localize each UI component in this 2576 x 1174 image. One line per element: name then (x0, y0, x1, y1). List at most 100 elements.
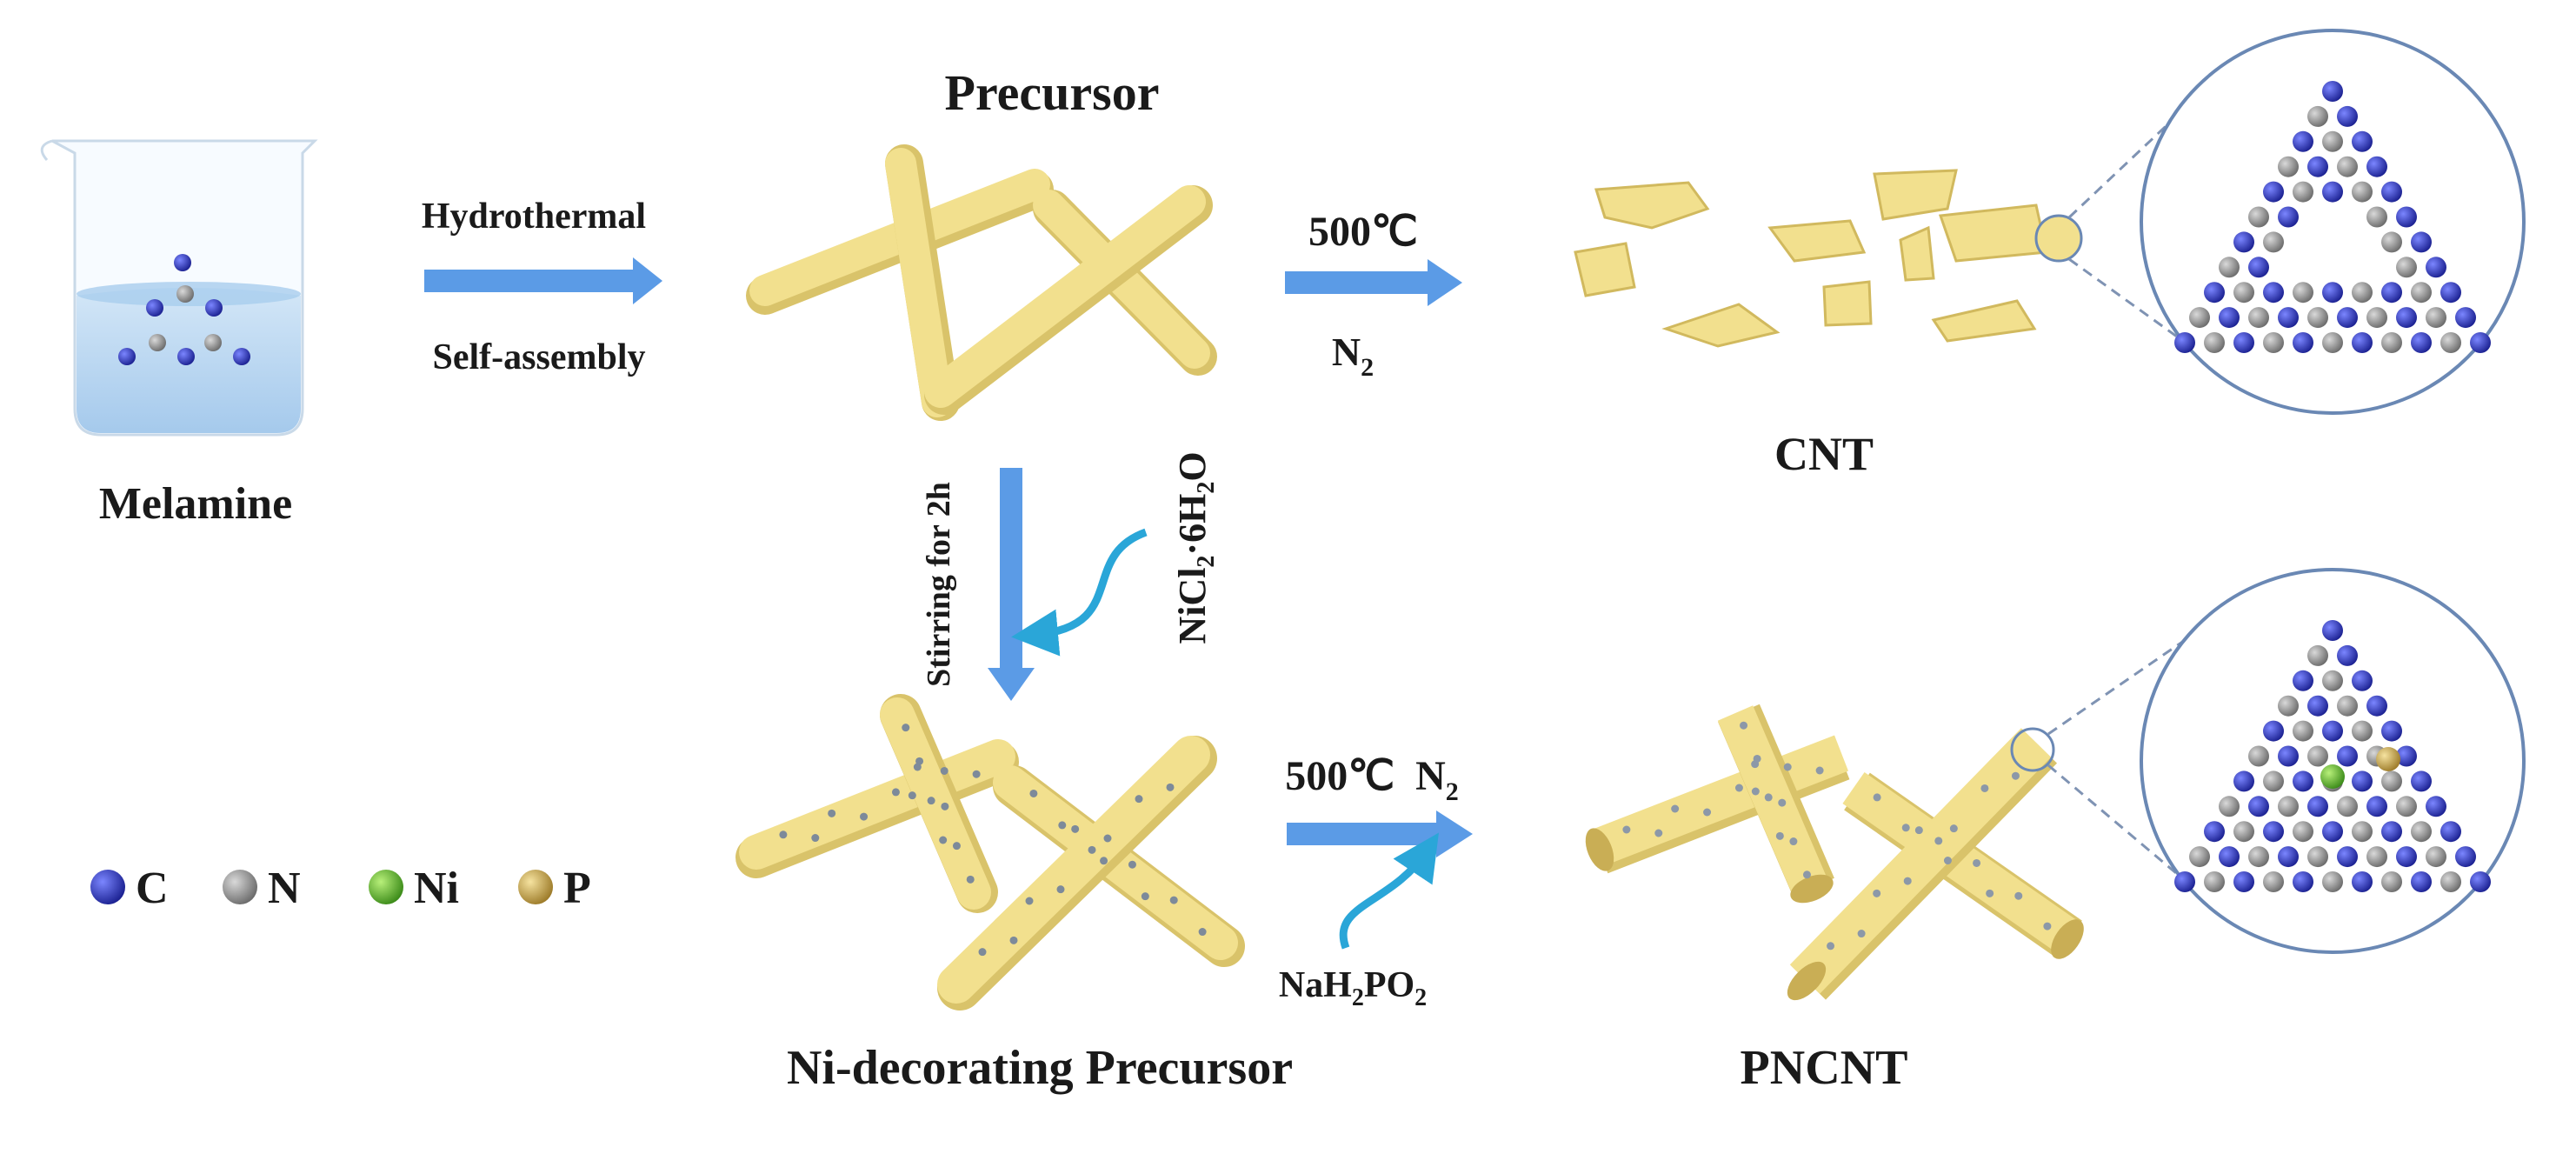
surface-dot (1903, 877, 1912, 885)
atom (2396, 257, 2417, 278)
surface-dot (2043, 922, 2052, 931)
atom (2189, 846, 2210, 868)
surface-dot (1025, 897, 1034, 905)
precursor-title: Precursor (945, 64, 1160, 121)
atom (2248, 846, 2269, 868)
pncnt-tubes (1585, 704, 2084, 1001)
atom (2352, 282, 2373, 304)
cnt-gas-label: N2 (1332, 330, 1374, 382)
atom (2411, 770, 2432, 792)
atom (2320, 764, 2345, 789)
atom (2411, 231, 2432, 253)
surface-dot (1141, 892, 1149, 901)
nicl2-curved-arrow (1011, 528, 1148, 657)
atom (2233, 231, 2254, 253)
atom (2337, 796, 2358, 817)
surface-dot (1128, 860, 1136, 869)
atom (2307, 156, 2328, 177)
surface-dot (941, 802, 949, 810)
stirring-label: Stirring for 2h (921, 482, 957, 687)
atom (2278, 206, 2299, 228)
legend-c-marker (90, 870, 125, 904)
atom (2337, 695, 2358, 717)
atom (2352, 130, 2373, 152)
surface-dot (1764, 793, 1773, 802)
atom (2322, 181, 2343, 203)
surface-dot (1703, 808, 1712, 817)
atom (2440, 332, 2461, 353)
stirring-arrow (988, 468, 1035, 701)
surface-dot (1654, 829, 1663, 837)
atom (2440, 821, 2461, 843)
atom (2366, 206, 2387, 228)
atom (2352, 670, 2373, 691)
atom (2322, 81, 2343, 102)
atom (2381, 282, 2402, 304)
atom (2293, 181, 2313, 203)
surface-dot (1934, 837, 1943, 845)
atom (2470, 332, 2491, 353)
surface-dot (1980, 784, 1989, 792)
nicl2-label: NiCl2·6H2O (1171, 451, 1220, 644)
atom (2263, 770, 2284, 792)
atom (2396, 846, 2417, 868)
cnt-structure (2174, 81, 2491, 353)
atom (2278, 695, 2299, 717)
surface-dot (1901, 824, 1910, 832)
self-assembly-label: Self-assembly (433, 337, 646, 377)
atom (2263, 871, 2284, 892)
legend-ni-label: Ni (414, 864, 459, 913)
atom (2455, 307, 2476, 329)
surface-dot (1198, 928, 1207, 937)
atom (2278, 796, 2299, 817)
surface-dot (1857, 930, 1866, 938)
atom (2307, 846, 2328, 868)
atom (2381, 181, 2402, 203)
atom (2307, 695, 2328, 717)
atom (2322, 871, 2343, 892)
surface-dot (939, 836, 948, 844)
atom (2322, 720, 2343, 742)
surface-dot (1622, 825, 1631, 834)
legend-p-label: P (563, 864, 591, 913)
atom (2455, 846, 2476, 868)
surface-dot (1949, 824, 1958, 833)
atom (2352, 871, 2373, 892)
legend-n-label: N (268, 864, 301, 913)
surface-dot (1058, 821, 1067, 830)
pncnt-zoom-marker (2010, 727, 2055, 772)
surface-dot (1169, 896, 1178, 904)
hydrothermal-arrow (424, 257, 662, 304)
atom (2381, 231, 2402, 253)
surface-dot (1009, 936, 1018, 944)
surface-dot (1166, 783, 1175, 791)
surface-dot (1783, 763, 1792, 771)
atom (2233, 871, 2254, 892)
atom (2293, 130, 2313, 152)
atom (2381, 720, 2402, 742)
legend-p-marker (518, 870, 553, 904)
surface-dot (1802, 870, 1811, 879)
atom (2278, 156, 2299, 177)
surface-dot (1103, 834, 1112, 843)
surface-dot (1873, 889, 1881, 897)
atom (2411, 282, 2432, 304)
surface-dot (1815, 766, 1824, 775)
surface-dot (1789, 837, 1798, 846)
atom (2426, 257, 2446, 278)
atom (2440, 282, 2461, 304)
atom (2248, 206, 2269, 228)
atom (2233, 821, 2254, 843)
atom (2352, 181, 2373, 203)
atom (2233, 282, 2254, 304)
surface-dot (1740, 721, 1748, 730)
atom (2248, 257, 2269, 278)
atom (2322, 130, 2343, 152)
atom (2278, 745, 2299, 767)
atom (2293, 720, 2313, 742)
surface-dot (1943, 857, 1952, 865)
atom (2248, 745, 2269, 767)
atom (2204, 821, 2225, 843)
atom (2366, 307, 2387, 329)
